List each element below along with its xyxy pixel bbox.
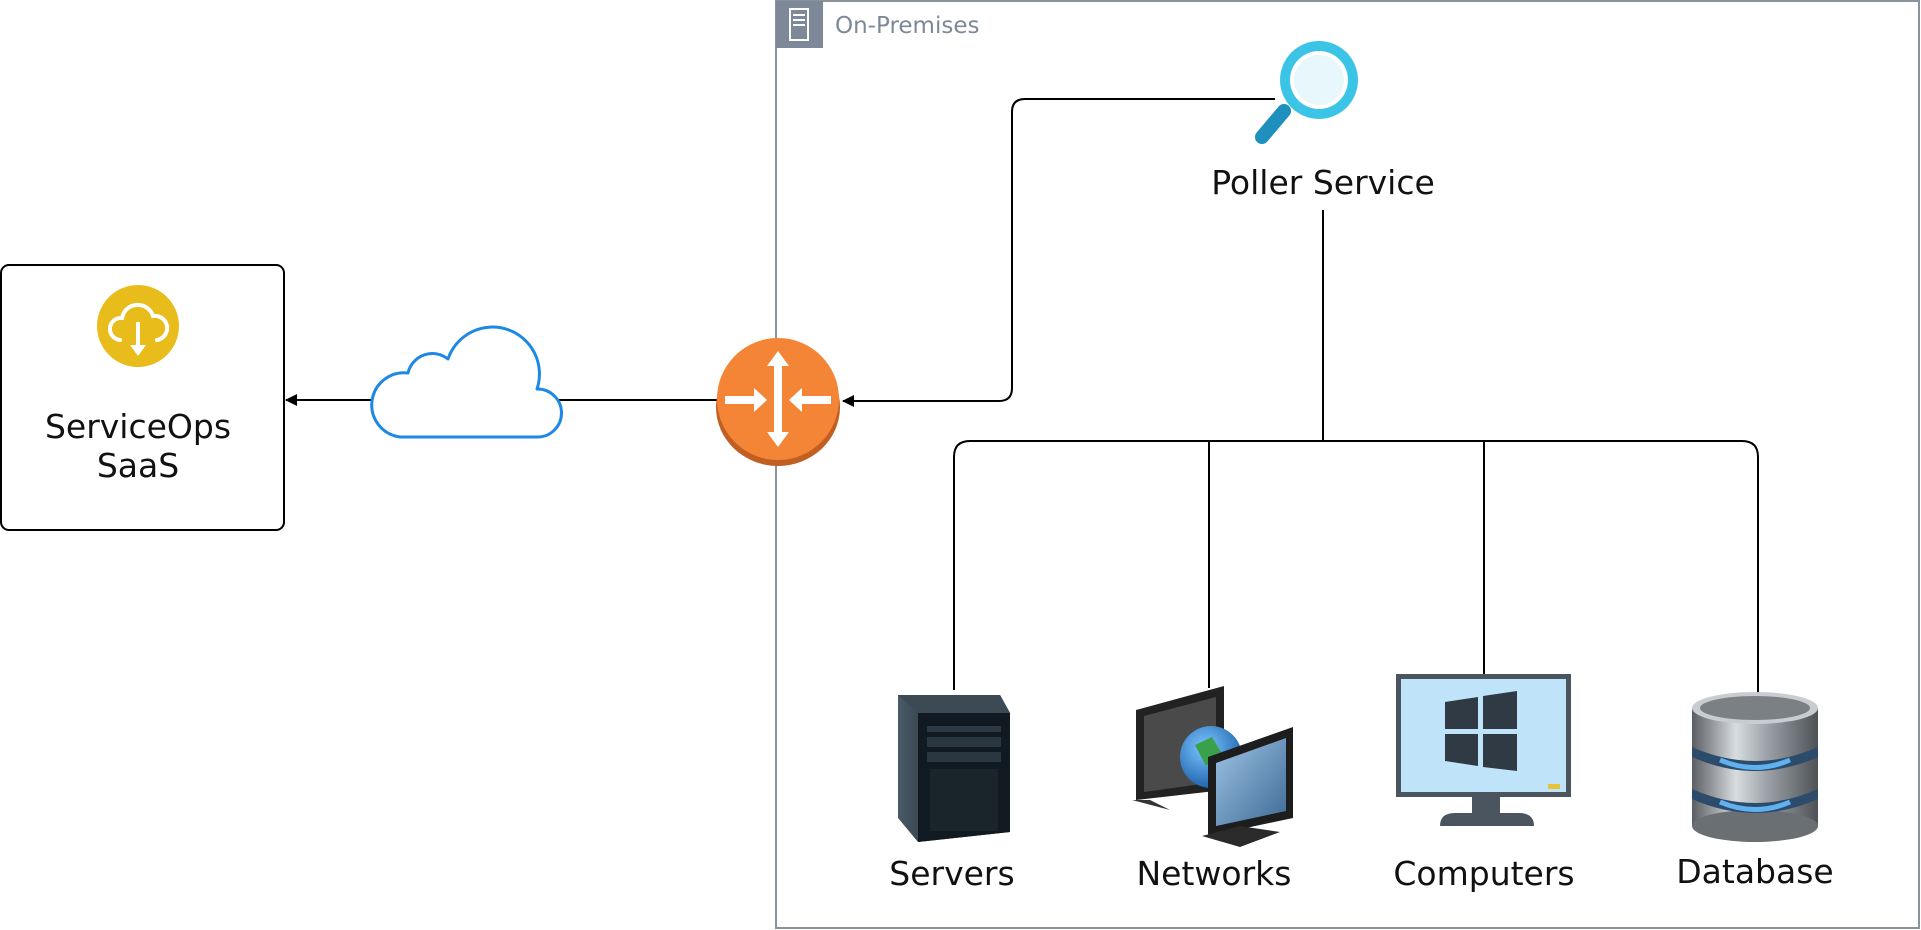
- router-icon: [716, 338, 840, 466]
- networks-node[interactable]: Networks: [1132, 686, 1293, 893]
- poller-to-router-arrow: [842, 98, 1275, 407]
- on-premises-group: On-Premises: [775, 0, 1920, 929]
- saas-label-line2: SaaS: [97, 446, 179, 485]
- database-node[interactable]: Database: [1676, 692, 1834, 891]
- internet-cloud-icon: [370, 325, 563, 439]
- networks-label: Networks: [1137, 854, 1292, 893]
- cloud-download-icon: [97, 285, 179, 367]
- database-cylinder-icon: [1692, 692, 1818, 842]
- connectors: [285, 98, 1759, 695]
- on-premises-label: On-Premises: [835, 13, 979, 39]
- computers-node[interactable]: Computers: [1393, 674, 1575, 893]
- poller-service-label: Poller Service: [1211, 163, 1435, 202]
- saas-label-line1: ServiceOps: [45, 407, 231, 446]
- windows-computer-icon: [1396, 674, 1571, 826]
- on-premises-server-icon: [776, 1, 823, 48]
- server-tower-icon: [898, 695, 1010, 842]
- saas-box: [0, 264, 285, 531]
- servers-node[interactable]: Servers: [889, 695, 1015, 893]
- servers-label: Servers: [889, 854, 1014, 893]
- computers-label: Computers: [1393, 854, 1574, 893]
- network-monitors-icon: [1132, 686, 1293, 847]
- servicesops-saas-node[interactable]: ServiceOps SaaS: [0, 264, 285, 531]
- magnifier-icon: [1255, 41, 1358, 144]
- distribution-bus-line: [953, 440, 1759, 695]
- database-label: Database: [1676, 852, 1833, 891]
- poller-service-node[interactable]: Poller Service: [1211, 41, 1435, 202]
